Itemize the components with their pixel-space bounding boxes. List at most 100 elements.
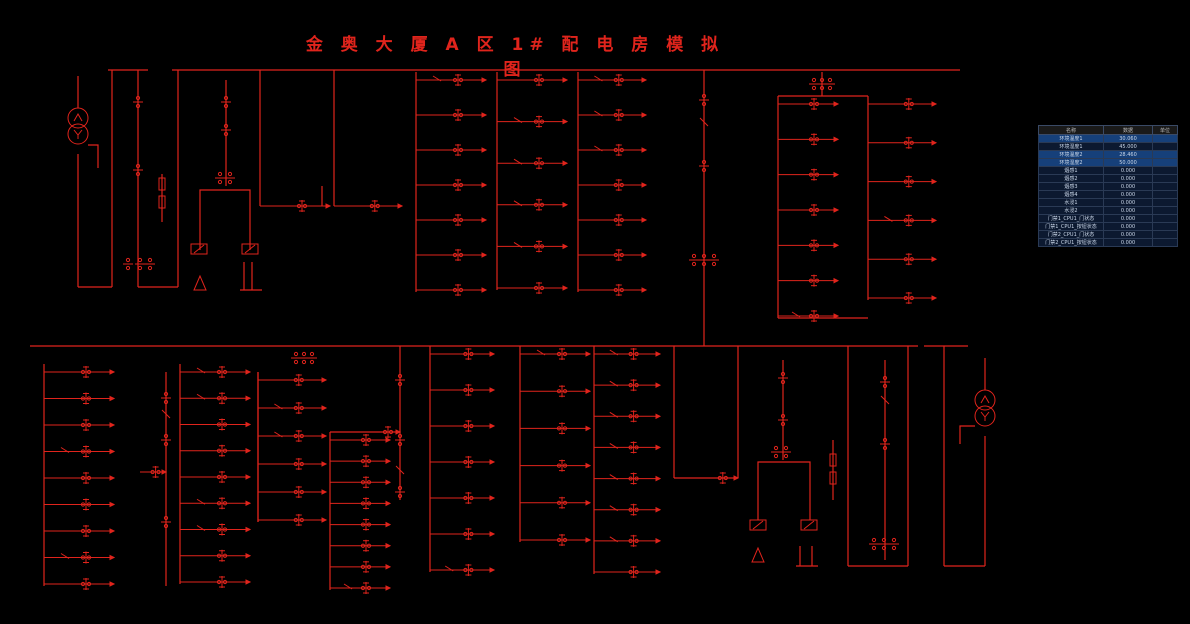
feeder-137 xyxy=(180,471,252,483)
feeder-part xyxy=(245,474,252,480)
switch-blade-60 xyxy=(594,75,603,82)
feeder-part xyxy=(619,182,624,188)
feeder-part xyxy=(463,351,468,357)
feeder-108 xyxy=(868,292,938,304)
breaker-box-226 xyxy=(800,519,818,531)
row-unit xyxy=(1152,134,1178,143)
feeder-part xyxy=(619,147,624,153)
switch-blade-157 xyxy=(274,431,283,438)
fuse-21 xyxy=(158,195,166,209)
transformer-coil-247 xyxy=(974,389,996,411)
feeder-177 xyxy=(330,539,392,552)
feeder-66 xyxy=(578,214,648,226)
feeder-part xyxy=(562,389,568,394)
feeder-part xyxy=(628,476,633,481)
vbreaker-12 xyxy=(125,265,131,271)
vbreaker-222 xyxy=(783,453,789,459)
feeder-part xyxy=(452,182,458,188)
feeder-158 xyxy=(258,458,328,470)
switch-blade-106 xyxy=(884,215,893,222)
feeder-part xyxy=(245,552,252,559)
feeder-156 xyxy=(258,430,328,442)
feeder-part xyxy=(533,77,539,83)
switch-blade-234 xyxy=(880,395,890,405)
feeder-part xyxy=(909,101,914,107)
feeder-39 xyxy=(260,200,332,212)
switch-blade-113 xyxy=(60,447,70,453)
feeder-part xyxy=(321,433,328,439)
feeder-part xyxy=(109,475,116,481)
wire-55 xyxy=(959,425,975,444)
vbreaker-244 xyxy=(891,537,897,543)
feeder-part xyxy=(293,517,298,523)
row-unit xyxy=(1152,214,1178,223)
feeder-part xyxy=(562,426,568,431)
table-header-value: 数据 xyxy=(1103,125,1153,135)
feeder-part xyxy=(109,369,116,375)
row-value: 0.000 xyxy=(1103,190,1153,199)
feeder-part xyxy=(808,278,814,283)
switch-blade-139 xyxy=(196,498,206,505)
vbreaker-73 xyxy=(701,159,707,165)
switch-blade-205 xyxy=(609,474,619,480)
feeder-part xyxy=(655,569,662,575)
feeder-part xyxy=(634,538,639,543)
vbreaker-232 xyxy=(882,383,888,389)
fuse-229 xyxy=(829,453,837,467)
feeder-part xyxy=(469,459,474,465)
feeder-part xyxy=(539,244,545,249)
row-value: 45.000 xyxy=(1103,142,1153,151)
vbreaker-18 xyxy=(147,265,153,271)
switch-blade-62 xyxy=(594,110,603,117)
feeder-107 xyxy=(868,253,938,266)
feeder-part xyxy=(216,527,222,532)
feeder-part xyxy=(903,179,908,184)
transformer-mark-3 xyxy=(73,129,83,136)
vbreaker-242 xyxy=(881,545,887,551)
feeder-111 xyxy=(44,419,116,431)
feeder-94 xyxy=(778,98,840,110)
feeder-part xyxy=(655,506,662,513)
feeder-part xyxy=(539,119,545,124)
feeder-96 xyxy=(778,168,840,181)
feeder-136 xyxy=(180,444,252,457)
row-unit xyxy=(1152,174,1178,183)
feeder-part xyxy=(909,218,914,223)
feeder-171 xyxy=(370,426,402,438)
feeder-part xyxy=(613,287,618,293)
feeder-part xyxy=(299,405,304,411)
row-value: 0.000 xyxy=(1103,238,1153,247)
breaker-box-34 xyxy=(190,243,208,255)
feeder-part xyxy=(723,475,728,481)
feeder-48 xyxy=(416,284,488,296)
feeder-part xyxy=(382,429,388,435)
feeder-97 xyxy=(778,204,840,216)
feeder-part xyxy=(489,495,496,501)
feeder-part xyxy=(222,396,228,401)
vbreaker-86 xyxy=(811,85,817,91)
feeder-part xyxy=(80,396,86,401)
feeder-part xyxy=(216,501,222,506)
feeder-part xyxy=(80,449,86,454)
vbreaker-147 xyxy=(301,351,307,357)
row-value: 0.000 xyxy=(1103,182,1153,191)
row-value: 28.460 xyxy=(1103,150,1153,159)
feeder-98 xyxy=(778,239,840,252)
feeder-part xyxy=(109,395,116,402)
switch-blade-197 xyxy=(609,349,619,356)
feeder-part xyxy=(613,252,618,258)
feeder-part xyxy=(366,522,372,527)
feeder-183 xyxy=(430,420,496,432)
feeder-part xyxy=(931,139,938,146)
feeder-part xyxy=(814,313,820,319)
row-value: 50.000 xyxy=(1103,158,1153,167)
feeder-part xyxy=(86,502,92,507)
feeder-159 xyxy=(258,486,328,498)
feeder-part xyxy=(808,101,814,107)
feeder-part xyxy=(903,218,908,223)
vbreaker-127 xyxy=(163,523,169,529)
feeder-part xyxy=(86,396,92,401)
vbreaker-150 xyxy=(309,351,315,357)
